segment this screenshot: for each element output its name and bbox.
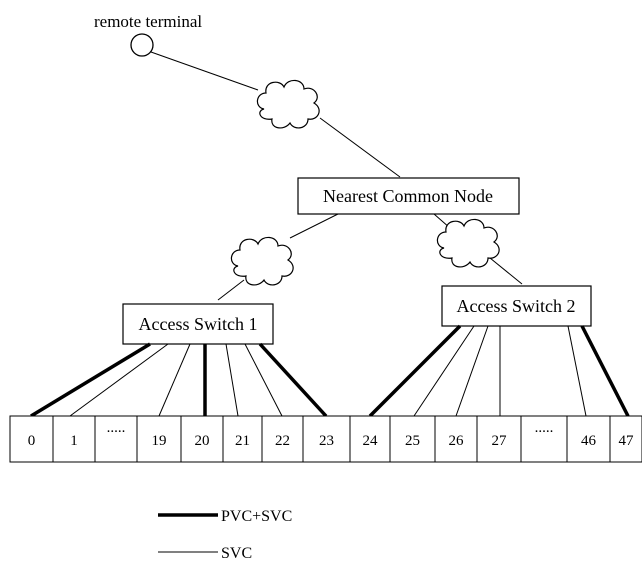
port-cell bbox=[434, 415, 478, 463]
port-label: 27 bbox=[492, 433, 508, 449]
link-pvc-svc bbox=[580, 325, 630, 417]
port-label: 25 bbox=[405, 433, 420, 449]
port-cell bbox=[302, 415, 351, 463]
port-cell bbox=[261, 415, 304, 463]
network-cloud-right bbox=[436, 218, 500, 268]
nearest-common-node-label: Nearest Common Node bbox=[323, 186, 493, 206]
link-svc bbox=[158, 343, 191, 417]
link-cloud-switch1 bbox=[217, 279, 245, 301]
link-svc bbox=[69, 343, 169, 417]
port-cell bbox=[520, 415, 568, 463]
access-switch-2-label: Access Switch 2 bbox=[457, 296, 576, 316]
network-cloud-top bbox=[256, 79, 320, 129]
legend-svc-label: SVC bbox=[221, 545, 252, 562]
port-label: 47 bbox=[619, 433, 635, 449]
link-svc bbox=[455, 325, 489, 417]
access-switch-1-label: Access Switch 1 bbox=[139, 314, 258, 334]
port-cell bbox=[349, 415, 391, 463]
port-cell bbox=[222, 415, 263, 463]
remote-terminal-node bbox=[130, 33, 154, 57]
port-label: 20 bbox=[195, 433, 210, 449]
legend-pvc-svc-label: PVC+SVC bbox=[221, 508, 292, 525]
port-label: 21 bbox=[235, 433, 250, 449]
port-label: 19 bbox=[152, 433, 167, 449]
port-ellipsis: ..... bbox=[535, 420, 554, 436]
network-cloud-left bbox=[230, 236, 294, 286]
link-pvc-svc bbox=[30, 342, 151, 418]
port-label: 24 bbox=[363, 433, 379, 449]
port-cell bbox=[566, 415, 611, 463]
link-pvc-svc bbox=[368, 324, 462, 418]
port-cell bbox=[609, 415, 642, 463]
port-strip: 0 1..... 19 20 21 22 23 24 25 26 27..... 46 47 bbox=[9, 415, 642, 463]
port-cell bbox=[52, 415, 96, 463]
link-svc bbox=[225, 343, 239, 417]
link-cloud-common-node bbox=[319, 117, 401, 178]
nearest-common-node-box bbox=[297, 177, 520, 215]
port-label: 1 bbox=[70, 433, 78, 449]
port-cell bbox=[94, 415, 138, 463]
remote-terminal-label: remote terminal bbox=[94, 12, 202, 31]
port-label: 0 bbox=[28, 433, 36, 449]
access-switch-1-box bbox=[122, 303, 274, 345]
link-svc bbox=[244, 343, 283, 417]
link-svc bbox=[567, 325, 587, 417]
link-terminal-cloud bbox=[150, 51, 259, 91]
port-cell bbox=[476, 415, 522, 463]
port-cell bbox=[389, 415, 436, 463]
legend: PVC+SVC SVC bbox=[158, 508, 292, 562]
port-cell bbox=[9, 415, 54, 463]
port-label: 22 bbox=[275, 433, 290, 449]
link-pvc-svc bbox=[258, 342, 328, 418]
port-cell bbox=[180, 415, 224, 463]
port-label: 23 bbox=[319, 433, 334, 449]
port-ellipsis: ..... bbox=[107, 420, 126, 436]
link-common-cloud-left bbox=[289, 213, 339, 239]
access-switch-2-box bbox=[441, 285, 592, 327]
port-label: 46 bbox=[581, 433, 597, 449]
link-cloud-switch2 bbox=[489, 257, 523, 285]
link-svc bbox=[413, 325, 475, 417]
port-label: 26 bbox=[449, 433, 465, 449]
